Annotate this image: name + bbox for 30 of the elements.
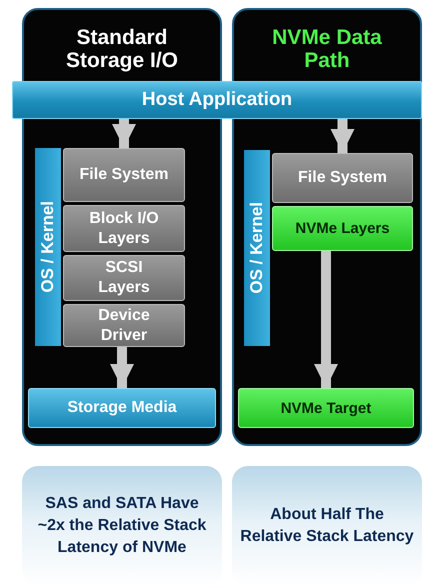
arrow (112, 119, 136, 148)
layer-box (272, 153, 413, 203)
layer-box (63, 148, 185, 202)
layer-box (63, 205, 185, 252)
layer-box (63, 304, 185, 347)
node-label: File System (79, 165, 169, 185)
kernel-bar (244, 150, 270, 346)
arrow (314, 251, 338, 388)
node-label: File System (298, 168, 388, 188)
node-label: OS / Kernel (247, 202, 267, 294)
layer-box (63, 255, 185, 301)
node-label: About Half The Relative Stack Latency (240, 505, 414, 547)
node-label: Host Application (142, 89, 292, 111)
arrow (330, 119, 354, 153)
node-label: Block I/O Layers (88, 208, 160, 248)
node-label: OS / Kernel (38, 201, 58, 293)
node-label: Device Driver (97, 306, 151, 346)
node-label: NVMe Layers (295, 220, 390, 237)
layer-box (272, 206, 413, 251)
arrow (110, 347, 134, 388)
target-box (238, 388, 414, 428)
application-bar (12, 81, 422, 119)
kernel-bar (35, 148, 61, 346)
node-label: Storage Media (67, 399, 177, 417)
node-label: SAS and SATA Have ~2x the Relative Stack Latency of NVMe (36, 494, 208, 558)
node-label: SCSI Layers (97, 258, 151, 298)
node-label: Standard Storage I/O (64, 26, 180, 72)
media-box (28, 388, 216, 428)
node-label: NVMe Data Path (271, 26, 383, 72)
node-label: NVMe Target (280, 400, 372, 416)
